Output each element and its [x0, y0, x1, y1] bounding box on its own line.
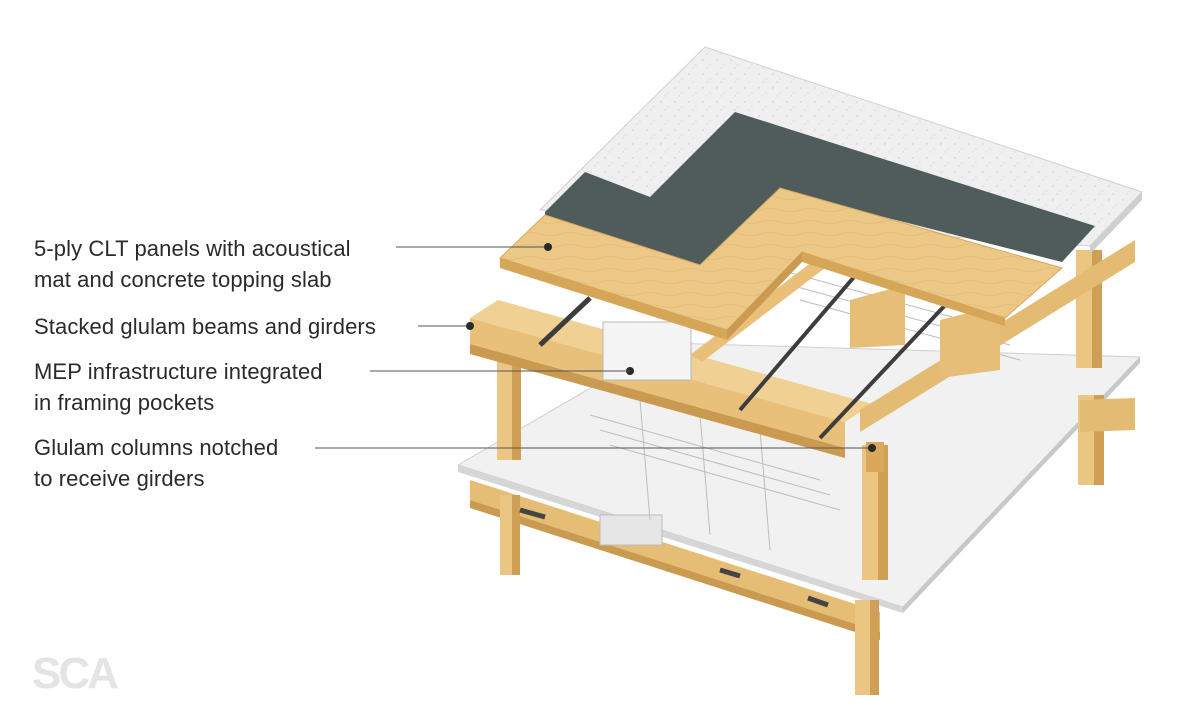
- callout-mep: MEP infrastructure integrated in framing…: [34, 356, 323, 418]
- acoustical-mat: [545, 112, 1095, 265]
- callout-leaders: [315, 243, 876, 452]
- callout-glulam-beams: Stacked glulam beams and girders: [34, 311, 376, 342]
- callout-beams-line-1: Stacked glulam beams and girders: [34, 314, 376, 339]
- stacked-glulam-beams: [470, 240, 1135, 458]
- callout-columns-line-1: Glulam columns notched: [34, 435, 279, 460]
- callout-glulam-columns: Glulam columns notched to receive girder…: [34, 432, 278, 494]
- callout-mep-line-2: in framing pockets: [34, 390, 215, 415]
- clt-panels: [499, 187, 1064, 340]
- lower-concrete-slab: [456, 342, 1142, 613]
- lower-glulam-framing: [470, 395, 1135, 695]
- callout-columns-line-2: to receive girders: [34, 466, 205, 491]
- callout-mep-line-1: MEP infrastructure integrated: [34, 359, 323, 384]
- callout-clt-line-1: 5-ply CLT panels with acoustical: [34, 236, 351, 261]
- glulam-columns: [497, 250, 1102, 580]
- mep-ductwork: [589, 269, 1021, 551]
- callout-clt-panels: 5-ply CLT panels with acoustical mat and…: [34, 233, 351, 295]
- sca-logo: SCA: [32, 649, 119, 698]
- callout-clt-line-2: mat and concrete topping slab: [34, 267, 332, 292]
